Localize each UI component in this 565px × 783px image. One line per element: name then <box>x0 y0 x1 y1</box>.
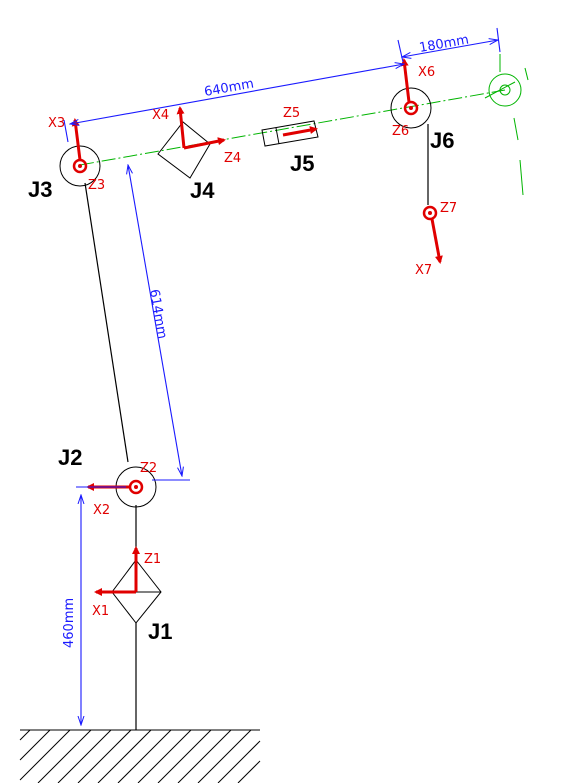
x7-arrow <box>430 218 443 264</box>
z2-label: Z2 <box>140 461 157 476</box>
joint-3-symbol <box>59 145 101 187</box>
frame-arrows <box>71 58 443 596</box>
x4-arrow <box>176 106 186 149</box>
dimension-640 <box>63 64 404 143</box>
x3-arrow <box>71 118 82 161</box>
x1-label: X1 <box>92 604 109 619</box>
joint-1-label: J1 <box>148 619 172 644</box>
dimension-614 <box>128 165 190 481</box>
joint-2-label: J2 <box>58 445 82 470</box>
z4-label: Z4 <box>224 151 241 166</box>
x7-label: X7 <box>415 263 432 278</box>
z1-label: Z1 <box>144 552 161 567</box>
z6-label: Z6 <box>392 124 409 139</box>
z4-arrow <box>183 137 226 150</box>
dim-180-label: 180mm <box>418 32 470 55</box>
dimension-460 <box>76 486 126 725</box>
z5-label: Z5 <box>283 106 300 121</box>
z3-label: Z3 <box>88 178 105 193</box>
joint-6-label: J6 <box>430 128 454 153</box>
dim-640-label: 640mm <box>203 76 255 99</box>
x3-label: X3 <box>48 116 65 131</box>
joint-3-label: J3 <box>28 177 52 202</box>
x4-label: X4 <box>152 108 169 123</box>
z5-arrow <box>282 126 318 137</box>
joint-6-symbol <box>390 87 432 129</box>
x6-label: X6 <box>418 65 435 80</box>
dim-614-label: 614mm <box>146 288 169 340</box>
frame-7-symbol <box>422 205 438 221</box>
ground-base <box>19 729 261 783</box>
x6-arrow <box>400 58 411 103</box>
joint-5-label: J5 <box>290 151 314 176</box>
x2-label: X2 <box>93 503 110 518</box>
dimension-180 <box>397 27 501 63</box>
joint-4-label: J4 <box>190 178 215 203</box>
tool-axis <box>79 54 529 196</box>
joint-4-symbol <box>157 121 211 179</box>
z7-label: Z7 <box>440 201 457 216</box>
dim-460-label: 460mm <box>62 598 77 648</box>
